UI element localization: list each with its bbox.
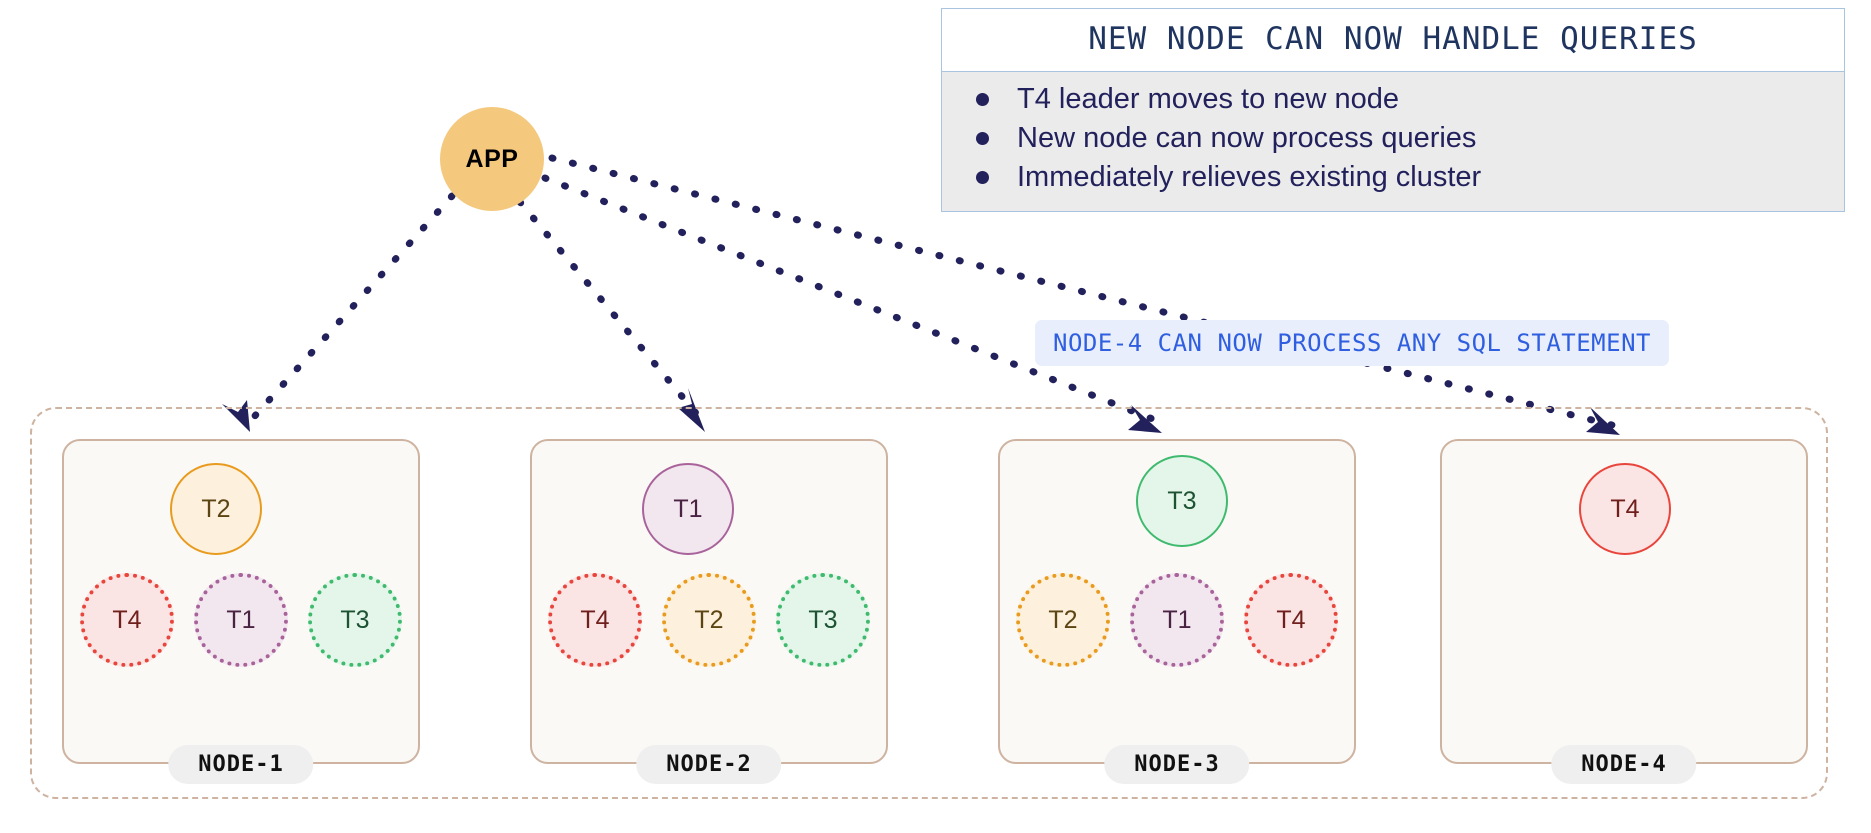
node-label-pill: NODE-2 bbox=[636, 745, 782, 784]
arrow-app-to-node-4 bbox=[548, 154, 1616, 429]
node-label-pill: NODE-1 bbox=[168, 745, 314, 784]
follower-circle[interactable]: T2 bbox=[1016, 573, 1110, 667]
arrowhead-node-3 bbox=[1128, 405, 1162, 433]
follower-label: T3 bbox=[808, 605, 838, 634]
node-box-4[interactable]: T4 NODE-4 bbox=[1440, 439, 1808, 784]
arrow-app-to-node-2 bbox=[516, 198, 704, 422]
follower-circle[interactable]: T3 bbox=[776, 573, 870, 667]
callout-item: New node can now process queries bbox=[942, 119, 1844, 158]
follower-label: T4 bbox=[1276, 605, 1306, 634]
arrowhead-node-2 bbox=[678, 388, 705, 432]
arrowhead-node-4 bbox=[1586, 407, 1620, 435]
callout-item-text: New node can now process queries bbox=[1017, 122, 1477, 154]
follower-label: T3 bbox=[340, 605, 370, 634]
bullet-icon bbox=[976, 132, 989, 145]
callout-item: T4 leader moves to new node bbox=[942, 80, 1844, 119]
bullet-icon bbox=[976, 171, 989, 184]
follower-row-node-1: T4 T1 T3 bbox=[64, 573, 418, 667]
follower-circle[interactable]: T1 bbox=[1130, 573, 1224, 667]
follower-circle[interactable]: T1 bbox=[194, 573, 288, 667]
follower-label: T1 bbox=[226, 605, 256, 634]
callout-box: NEW NODE CAN NOW HANDLE QUERIES T4 leade… bbox=[941, 8, 1845, 212]
follower-circle[interactable]: T4 bbox=[548, 573, 642, 667]
callout-body: T4 leader moves to new node New node can… bbox=[942, 71, 1844, 211]
follower-label: T2 bbox=[1048, 605, 1078, 634]
follower-label: T1 bbox=[1162, 605, 1192, 634]
node-box-2[interactable]: T1 T4 T2 T3 NODE-2 bbox=[530, 439, 888, 784]
follower-circle[interactable]: T3 bbox=[308, 573, 402, 667]
node-box-3[interactable]: T3 T2 T1 T4 NODE-3 bbox=[998, 439, 1356, 784]
leader-label: T1 bbox=[673, 494, 703, 523]
leader-circle-node-2[interactable]: T1 bbox=[642, 463, 734, 555]
leader-label: T3 bbox=[1167, 486, 1197, 515]
callout-item-text: Immediately relieves existing cluster bbox=[1017, 161, 1482, 193]
follower-row-node-2: T4 T2 T3 bbox=[532, 573, 886, 667]
callout-item: Immediately relieves existing cluster bbox=[942, 158, 1844, 197]
follower-circle[interactable]: T4 bbox=[1244, 573, 1338, 667]
app-node-label: APP bbox=[465, 144, 519, 173]
follower-label: T4 bbox=[112, 605, 142, 634]
leader-circle-node-1[interactable]: T2 bbox=[170, 463, 262, 555]
callout-title: NEW NODE CAN NOW HANDLE QUERIES bbox=[942, 9, 1844, 71]
follower-row-node-3: T2 T1 T4 bbox=[1000, 573, 1354, 667]
bullet-icon bbox=[976, 93, 989, 106]
sql-statement-banner: NODE-4 CAN NOW PROCESS ANY SQL STATEMENT bbox=[1035, 320, 1669, 366]
arrow-app-to-node-1 bbox=[249, 192, 456, 422]
cluster-boundary bbox=[30, 407, 1828, 799]
app-node[interactable]: APP bbox=[440, 107, 544, 211]
follower-circle[interactable]: T2 bbox=[662, 573, 756, 667]
follower-circle[interactable]: T4 bbox=[80, 573, 174, 667]
follower-label: T4 bbox=[580, 605, 610, 634]
leader-label: T4 bbox=[1610, 494, 1640, 523]
node-label-pill: NODE-3 bbox=[1104, 745, 1250, 784]
follower-label: T2 bbox=[694, 605, 724, 634]
node-label-pill: NODE-4 bbox=[1551, 745, 1697, 784]
leader-circle-node-3[interactable]: T3 bbox=[1136, 455, 1228, 547]
callout-item-text: T4 leader moves to new node bbox=[1017, 83, 1400, 115]
leader-circle-node-4[interactable]: T4 bbox=[1579, 463, 1671, 555]
arrow-app-to-node-3 bbox=[541, 174, 1159, 424]
leader-label: T2 bbox=[201, 494, 231, 523]
node-box-1[interactable]: T2 T4 T1 T3 NODE-1 bbox=[62, 439, 420, 784]
